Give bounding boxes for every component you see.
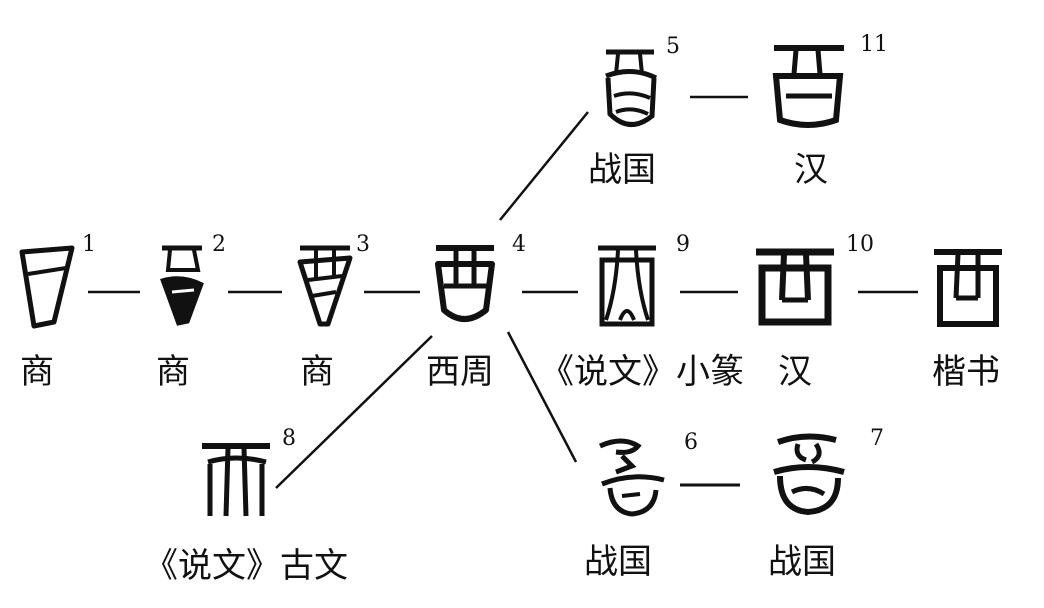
node-period-3: 商 [300,352,334,392]
node-period-8: 《说文》古文 [144,546,348,586]
glyph-5-warring-states [605,49,658,127]
node-period-2: 商 [156,352,190,392]
node-number-5: 5 [666,34,680,59]
node-number-8: 8 [282,426,296,451]
node-period-1: 商 [20,352,54,392]
glyph-9-small-seal [598,245,656,327]
node-number-3: 3 [356,232,370,257]
node-period-9: 《说文》小篆 [540,352,744,392]
glyph-3-oracle-bone [297,245,353,327]
node-number-4: 4 [512,232,526,257]
glyph-12-regular-script [934,249,1002,327]
glyph-7-warring-states [773,433,845,516]
node-number-1: 1 [82,232,96,257]
node-period-7: 战国 [768,542,836,582]
node-number-9: 9 [676,232,690,257]
glyph-1-oracle-bone [19,245,75,329]
node-number-6: 6 [684,430,698,455]
glyph-10-clerical [756,248,834,326]
node-period-6: 战国 [584,542,652,582]
node-number-2: 2 [212,232,226,257]
node-period-4: 西周 [426,352,494,392]
glyph-8-ancient-script [202,443,270,517]
node-period-5: 战国 [588,150,656,190]
glyph-2-oracle-bone [160,245,204,326]
link-4-8 [275,335,433,489]
glyph-6-warring-states [598,438,665,517]
node-number-11: 11 [860,32,888,57]
link-4-5 [499,111,589,221]
link-4-6 [506,331,578,463]
node-period-10: 汉 [778,352,812,392]
node-period-11: 汉 [794,150,828,190]
node-period-12: 楷书 [932,352,1000,392]
node-number-7: 7 [870,426,884,451]
glyph-11-han [772,45,844,128]
glyph-4-bronze [435,245,495,322]
node-number-10: 10 [846,232,874,257]
